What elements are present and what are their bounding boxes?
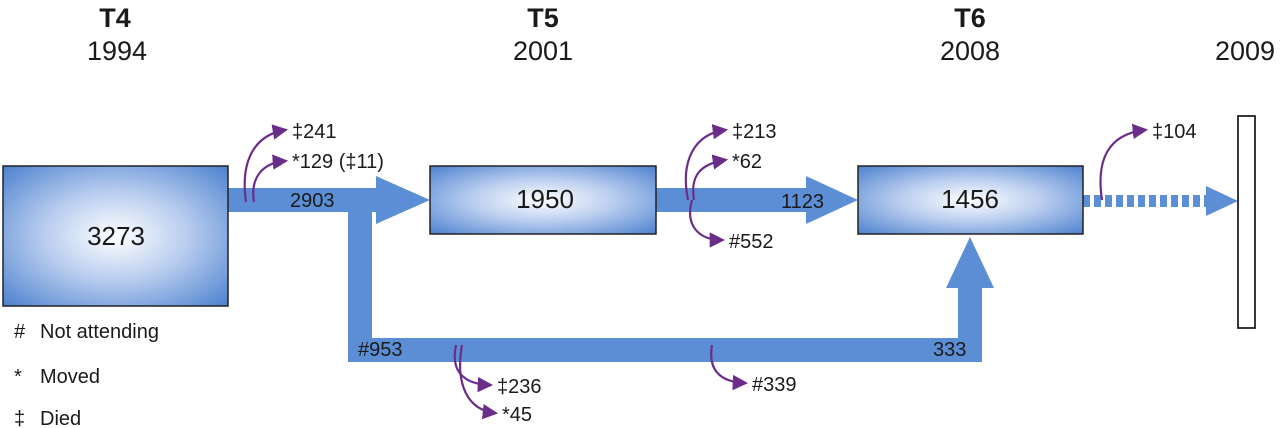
loss-arrow-t5-moved (692, 154, 729, 201)
loss-arrow-t6-died (1099, 123, 1149, 201)
legend: # Not attending * Moved ‡ Died (14, 321, 159, 428)
phase-label-t5: T5 (527, 3, 559, 33)
header-t5: T5 2001 (513, 3, 573, 66)
loss-arrow-t5-not-attending (689, 199, 726, 248)
legend-item-moved: * Moved (14, 366, 100, 388)
legend-item-not-attending: # Not attending (14, 321, 159, 343)
year-label-end: 2009 (1215, 36, 1275, 66)
legend-item-died: ‡ Died (14, 408, 81, 428)
box-end-2009 (1237, 115, 1256, 329)
loss-arrow-t5-died (684, 124, 729, 201)
loss-label-t5-not-attending: #552 (729, 231, 774, 253)
loss-label-bypass-moved: *45 (502, 404, 532, 426)
header-t6: T6 2008 (940, 3, 1000, 66)
flow-arrow-t5-to-t6 (656, 176, 858, 224)
loss-arrow-bypass-moved (459, 344, 499, 420)
legend-symbol: # (14, 321, 26, 343)
count-t5: 1950 (516, 184, 574, 214)
phase-label-t6: T6 (954, 3, 986, 33)
flow-arrow-t6-to-end (1083, 186, 1238, 216)
count-t4: 3273 (87, 221, 145, 251)
box-t6 (857, 165, 1084, 235)
flow-label-t4-to-t5: 2903 (290, 190, 335, 212)
loss-label-t6-died: ‡104 (1152, 121, 1197, 143)
legend-symbol: ‡ (14, 408, 25, 428)
loss-label-t5-moved: *62 (732, 151, 762, 173)
phase-label-t4: T4 (99, 3, 131, 33)
loss-label-t4-died: ‡241 (292, 121, 337, 143)
count-t6: 1456 (941, 184, 999, 214)
loss-label-bypass-not-attending: #339 (752, 374, 797, 396)
loss-arrow-t4-died (243, 124, 289, 203)
legend-text: Moved (40, 366, 100, 388)
box-t4 (2, 165, 229, 307)
legend-symbol: * (14, 366, 22, 388)
flow-label-bypass-end: 333 (933, 339, 966, 361)
loss-label-bypass-died: ‡236 (497, 376, 542, 398)
legend-text: Died (40, 408, 81, 428)
loss-arrows (243, 123, 1149, 420)
box-t5 (429, 165, 657, 235)
loss-arrow-bypass-not-attending (710, 344, 749, 391)
year-label-t5: 2001 (513, 36, 573, 66)
header-t4: T4 1994 (87, 3, 147, 66)
legend-text: Not attending (40, 321, 159, 343)
flow-label-bypass-start: #953 (358, 339, 403, 361)
loss-label-t4-moved: *129 (‡11) (292, 151, 384, 173)
year-label-t6: 2008 (940, 36, 1000, 66)
flow-label-t5-to-t6: 1123 (781, 191, 824, 213)
loss-label-t5-died: ‡213 (732, 121, 777, 143)
loss-arrow-t4-moved (252, 154, 289, 203)
year-label-t4: 1994 (87, 36, 147, 66)
